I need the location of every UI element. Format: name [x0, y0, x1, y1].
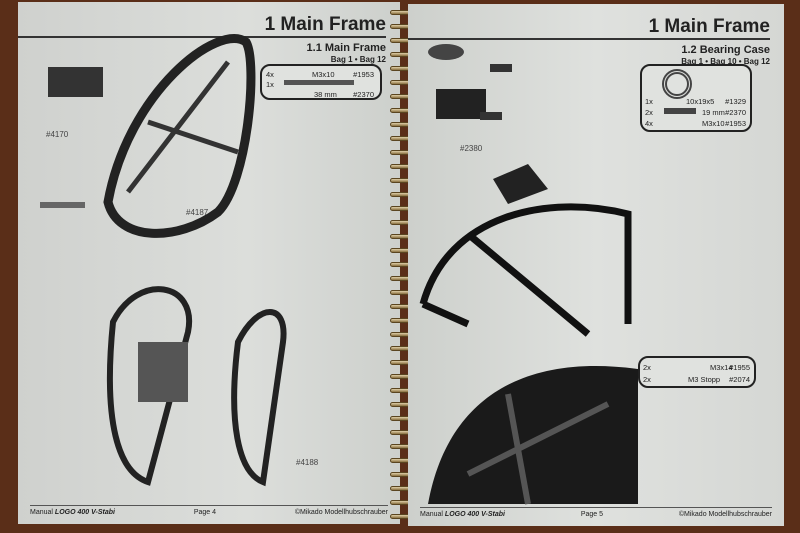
part-number: #2370 — [353, 90, 374, 99]
qty: 4x — [645, 119, 653, 128]
part-label: #4187 — [186, 208, 209, 217]
frame-illustration — [40, 34, 287, 487]
part-label: #2380 — [460, 144, 483, 153]
qty: 1x — [266, 80, 274, 89]
part-name: M3x14 — [710, 363, 733, 372]
spiral-binding — [390, 6, 420, 526]
qty: 4x — [266, 70, 274, 79]
title-rule — [18, 36, 386, 38]
page-number: Page 5 — [580, 511, 604, 518]
rod-icon — [664, 108, 696, 114]
part-number: #1955 — [729, 363, 750, 372]
qty: 2x — [645, 108, 653, 117]
bearing-case-illustration — [419, 44, 638, 505]
section-title: 1.1 Main Frame — [306, 42, 386, 54]
part-label: #4170 — [46, 130, 69, 139]
manual-name: Manual LOGO 400 V-Stabi — [30, 509, 115, 516]
page-title: 1 Main Frame — [264, 14, 386, 35]
manual-name: Manual LOGO 400 V-Stabi — [420, 511, 505, 518]
part-number: #2074 — [729, 375, 750, 384]
manual-page-4: 1 Main Frame 1.1 Main Frame Bag 1 • Bag … — [18, 2, 400, 524]
bag-info: Bag 1 • Bag 10 • Bag 12 — [681, 57, 770, 66]
qty: 2x — [643, 375, 651, 384]
part-name: M3x10 — [702, 119, 725, 128]
part-number: #1953 — [353, 70, 374, 79]
part-number: #2370 — [725, 108, 746, 117]
page-title: 1 Main Frame — [648, 16, 770, 37]
qty: 1x — [645, 97, 653, 106]
copyright: ©Mikado Modellhubschrauber — [678, 511, 772, 518]
page-footer: Manual LOGO 400 V-Stabi Page 4 ©Mikado M… — [30, 505, 388, 516]
part-name: 38 mm — [314, 90, 337, 99]
parts-box: 4x M3x10 #1953 1x 38 mm #2370 — [260, 64, 382, 100]
parts-box-2: 2x M3x14 #1955 2x M3 Stopp #2074 — [638, 356, 756, 388]
part-name: M3x10 — [312, 70, 335, 79]
copyright: ©Mikado Modellhubschrauber — [294, 509, 388, 516]
part-number: #1953 — [725, 119, 746, 128]
part-name: M3 Stopp — [688, 375, 721, 384]
page-number: Page 4 — [193, 509, 217, 516]
part-number: #1329 — [725, 97, 746, 106]
part-name: 19 mm — [702, 108, 725, 117]
part-label: #4188 — [296, 458, 319, 467]
page-footer: Manual LOGO 400 V-Stabi Page 5 ©Mikado M… — [420, 507, 772, 518]
bag-info: Bag 1 • Bag 12 — [330, 55, 386, 64]
parts-box: 1x 10x19x5 #1329 2x 19 mm #2370 4x M3x10… — [640, 64, 752, 132]
qty: 2x — [643, 363, 651, 372]
manual-page-5: 1 Main Frame 1.2 Bearing Case Bag 1 • Ba… — [408, 4, 784, 526]
part-name: 10x19x5 — [686, 97, 715, 106]
bearing-icon — [662, 69, 692, 99]
rod-icon — [284, 80, 354, 85]
section-title: 1.2 Bearing Case — [681, 44, 770, 56]
title-rule — [408, 38, 770, 40]
